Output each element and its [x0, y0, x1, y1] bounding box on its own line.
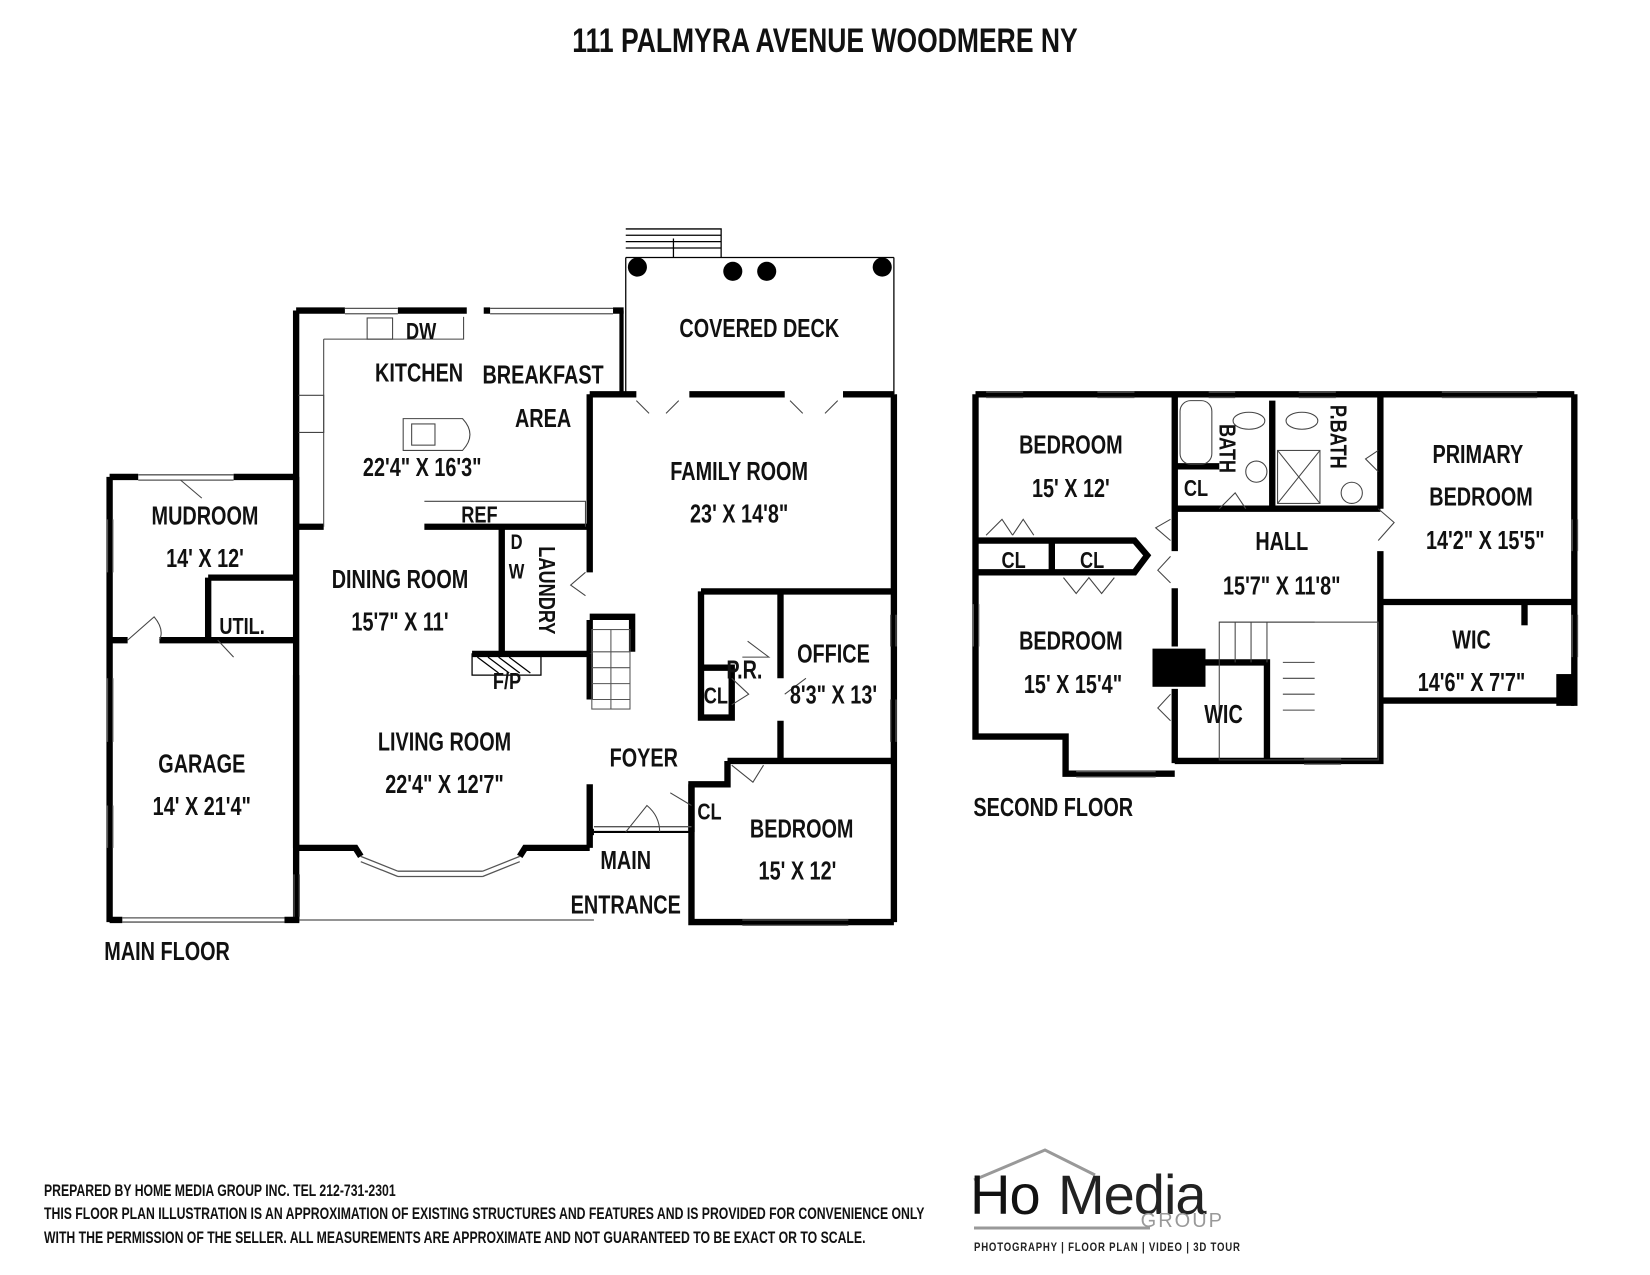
- room-label-util: UTIL.: [219, 614, 264, 640]
- main-floor-walls: [106, 307, 898, 926]
- dishwasher-label: DW: [406, 319, 437, 345]
- room-label-mudroom: MUDROOM: [152, 501, 259, 530]
- room-dims-bedroom-main: 15' X 12': [759, 856, 837, 885]
- room-label-breakfast-area: AREA: [515, 404, 571, 433]
- closet-label-foyer: CL: [697, 799, 721, 825]
- covered-deck: [625, 228, 895, 395]
- page-title: 111 PALMYRA AVENUE WOODMERE NY: [572, 22, 1078, 60]
- footer-disclaimer-line2: WITH THE PERMISSION OF THE SELLER. ALL M…: [44, 1228, 866, 1247]
- room-dims-kitchen: 22'4" X 16'3": [363, 452, 482, 481]
- chimney: [1152, 648, 1206, 687]
- room-label-breakfast: BREAKFAST: [482, 360, 603, 389]
- second-floor-walls: [972, 391, 1578, 777]
- room-label-bedroom-2a: BEDROOM: [1019, 430, 1123, 459]
- room-dims-dining-room: 15'7" X 11': [351, 607, 448, 636]
- second-floor-label: SECOND FLOOR: [973, 793, 1133, 822]
- room-label-office: OFFICE: [797, 639, 870, 668]
- main-floor-label: MAIN FLOOR: [104, 937, 230, 966]
- room-dims-mudroom: 14' X 12': [166, 544, 244, 573]
- room-dims-bedroom-2b: 15' X 15'4": [1024, 670, 1122, 699]
- logo-ho: Ho: [970, 1163, 1041, 1226]
- second-floor-fixtures: [985, 400, 1395, 761]
- room-label-kitchen: KITCHEN: [375, 358, 463, 387]
- room-dims-hall: 15'7" X 11'8": [1223, 571, 1341, 600]
- room-label-bath: BATH: [1214, 424, 1240, 473]
- room-dims-bedroom-2a: 15' X 12': [1032, 474, 1110, 503]
- room-dims-living-room: 22'4" X 12'7": [385, 769, 504, 798]
- main-floor-labels: COVERED DECK KITCHEN 22'4" X 16'3" BREAK…: [104, 314, 877, 966]
- room-label-bedroom-2b: BEDROOM: [1019, 626, 1123, 655]
- wall-block: [1556, 674, 1575, 706]
- second-floor-windows: [972, 391, 1579, 778]
- refrigerator-label: REF: [461, 502, 497, 528]
- room-label-entrance: ENTRANCE: [571, 890, 681, 919]
- house-roof-icon: [973, 1148, 1150, 1230]
- dishwasher-label-d: D: [511, 531, 523, 554]
- room-label-garage: GARAGE: [158, 749, 245, 778]
- main-floor-windows: [106, 307, 897, 926]
- footer-prepared-by: PREPARED BY HOME MEDIA GROUP INC. TEL 21…: [44, 1181, 396, 1200]
- closet-label-bath: CL: [1184, 476, 1208, 502]
- second-floor-labels: BEDROOM 15' X 12' BATH P.BATH PRIMARY BE…: [973, 405, 1544, 822]
- room-dims-family-room: 23' X 14'8": [690, 499, 788, 528]
- room-label-dining-room: DINING ROOM: [332, 565, 469, 594]
- room-label-wic-primary: WIC: [1452, 625, 1491, 654]
- main-stairs: [591, 629, 631, 710]
- logo-tagline: PHOTOGRAPHY | FLOOR PLAN | VIDEO | 3D TO…: [974, 1240, 1241, 1254]
- dishwasher-label-w: W: [509, 561, 525, 584]
- room-label-family-room: FAMILY ROOM: [670, 457, 808, 486]
- room-label-laundry: LAUNDRY: [533, 546, 559, 634]
- room-label-hall: HALL: [1255, 527, 1308, 556]
- room-label-primary-bedroom: BEDROOM: [1429, 482, 1533, 511]
- kitchen-counters: [298, 316, 587, 527]
- closet-label-2a: CL: [1002, 548, 1026, 574]
- room-label-main: MAIN: [600, 846, 651, 875]
- room-dims-primary-bedroom: 14'2" X 15'5": [1426, 526, 1545, 555]
- footer-disclaimer-line1: THIS FLOOR PLAN ILLUSTRATION IS AN APPRO…: [44, 1204, 925, 1223]
- room-label-foyer: FOYER: [610, 743, 678, 772]
- homedia-logo: Ho Media GROUP PHOTOGRAPHY | FLOOR PLAN …: [970, 1140, 1240, 1260]
- room-dims-office: 8'3" X 13': [790, 680, 877, 709]
- fireplace-label: F/P: [493, 669, 521, 695]
- room-label-primary: PRIMARY: [1433, 440, 1524, 469]
- room-label-covered-deck: COVERED DECK: [679, 314, 839, 343]
- room-label-living-room: LIVING ROOM: [378, 727, 511, 756]
- room-label-bedroom-main: BEDROOM: [750, 814, 854, 843]
- fireplace: [471, 653, 542, 676]
- closet-label-pr: CL: [704, 684, 728, 710]
- room-label-powder-room: P.R.: [726, 655, 762, 684]
- logo-group: GROUP: [1140, 1210, 1224, 1232]
- room-dims-garage: 14' X 21'4": [153, 792, 251, 821]
- logo-media: Media: [1058, 1163, 1207, 1226]
- deck-posts: [627, 257, 892, 281]
- room-label-primary-bath: P.BATH: [1325, 405, 1351, 469]
- closet-label-2b: CL: [1080, 548, 1104, 574]
- room-label-wic-bedroom: WIC: [1204, 699, 1243, 728]
- main-doors: [127, 400, 839, 833]
- room-dims-wic-primary: 14'6" X 7'7": [1418, 668, 1526, 697]
